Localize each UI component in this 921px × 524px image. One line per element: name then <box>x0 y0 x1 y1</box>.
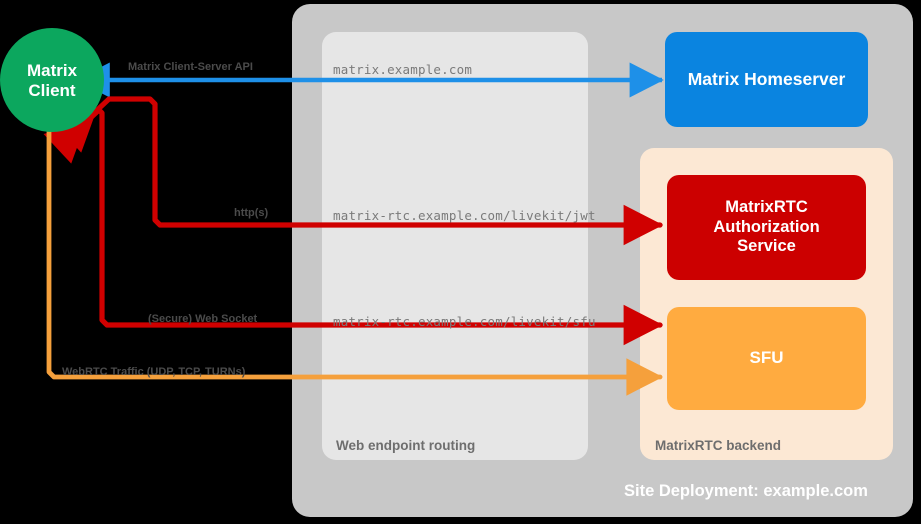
url-label-livekit-sfu: matrix-rtc.example.com/livekit/sfu <box>333 314 596 329</box>
node-matrixrtc-authorization-service[interactable] <box>667 175 866 280</box>
edge-label-webrtc-traffic: WebRTC Traffic (UDP, TCP, TURNs) <box>62 366 246 378</box>
edge-label-matrix-client-server-api: Matrix Client-Server API <box>128 61 253 73</box>
panel-caption-site-deployment: Site Deployment: example.com <box>624 482 868 500</box>
panel-caption-web-endpoint-routing: Web endpoint routing <box>336 438 476 453</box>
panel-web-endpoint-routing <box>322 32 588 460</box>
edge-label-livekit-jwt: http(s) <box>234 207 269 219</box>
edge-webrtc-traffic <box>30 98 663 396</box>
panel-caption-matrixrtc-backend: MatrixRTC backend <box>655 438 782 453</box>
url-label-livekit-jwt: matrix-rtc.example.com/livekit/jwt <box>333 208 596 223</box>
edge-label-livekit-sfu: (Secure) Web Socket <box>148 313 258 325</box>
node-sfu[interactable] <box>667 307 866 410</box>
node-matrix-homeserver[interactable] <box>665 32 868 127</box>
url-label-matrix-example-com: matrix.example.com <box>333 62 473 77</box>
node-matrix-client[interactable] <box>0 28 104 132</box>
